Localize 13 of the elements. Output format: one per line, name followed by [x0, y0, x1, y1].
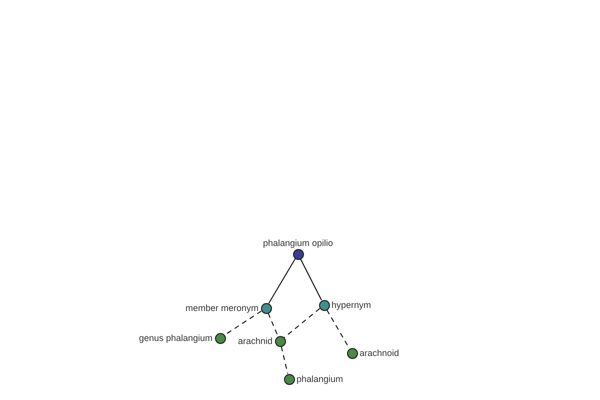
node-label: phalangium opilio	[262, 238, 334, 248]
connector-line	[300, 258, 322, 301]
node-label: arachnid	[238, 336, 272, 346]
node-label: arachnoid	[360, 348, 400, 358]
node-label: phalangium	[296, 374, 344, 384]
connector-line	[268, 258, 296, 304]
dashed-connector	[224, 310, 262, 336]
dashed-connector	[284, 308, 320, 338]
node-label: member meronym	[185, 303, 258, 313]
dashed-connector	[268, 312, 278, 336]
node-label: genus phalangium	[138, 333, 212, 343]
dashed-connector	[280, 346, 288, 374]
node-label: hypernym	[332, 300, 372, 310]
